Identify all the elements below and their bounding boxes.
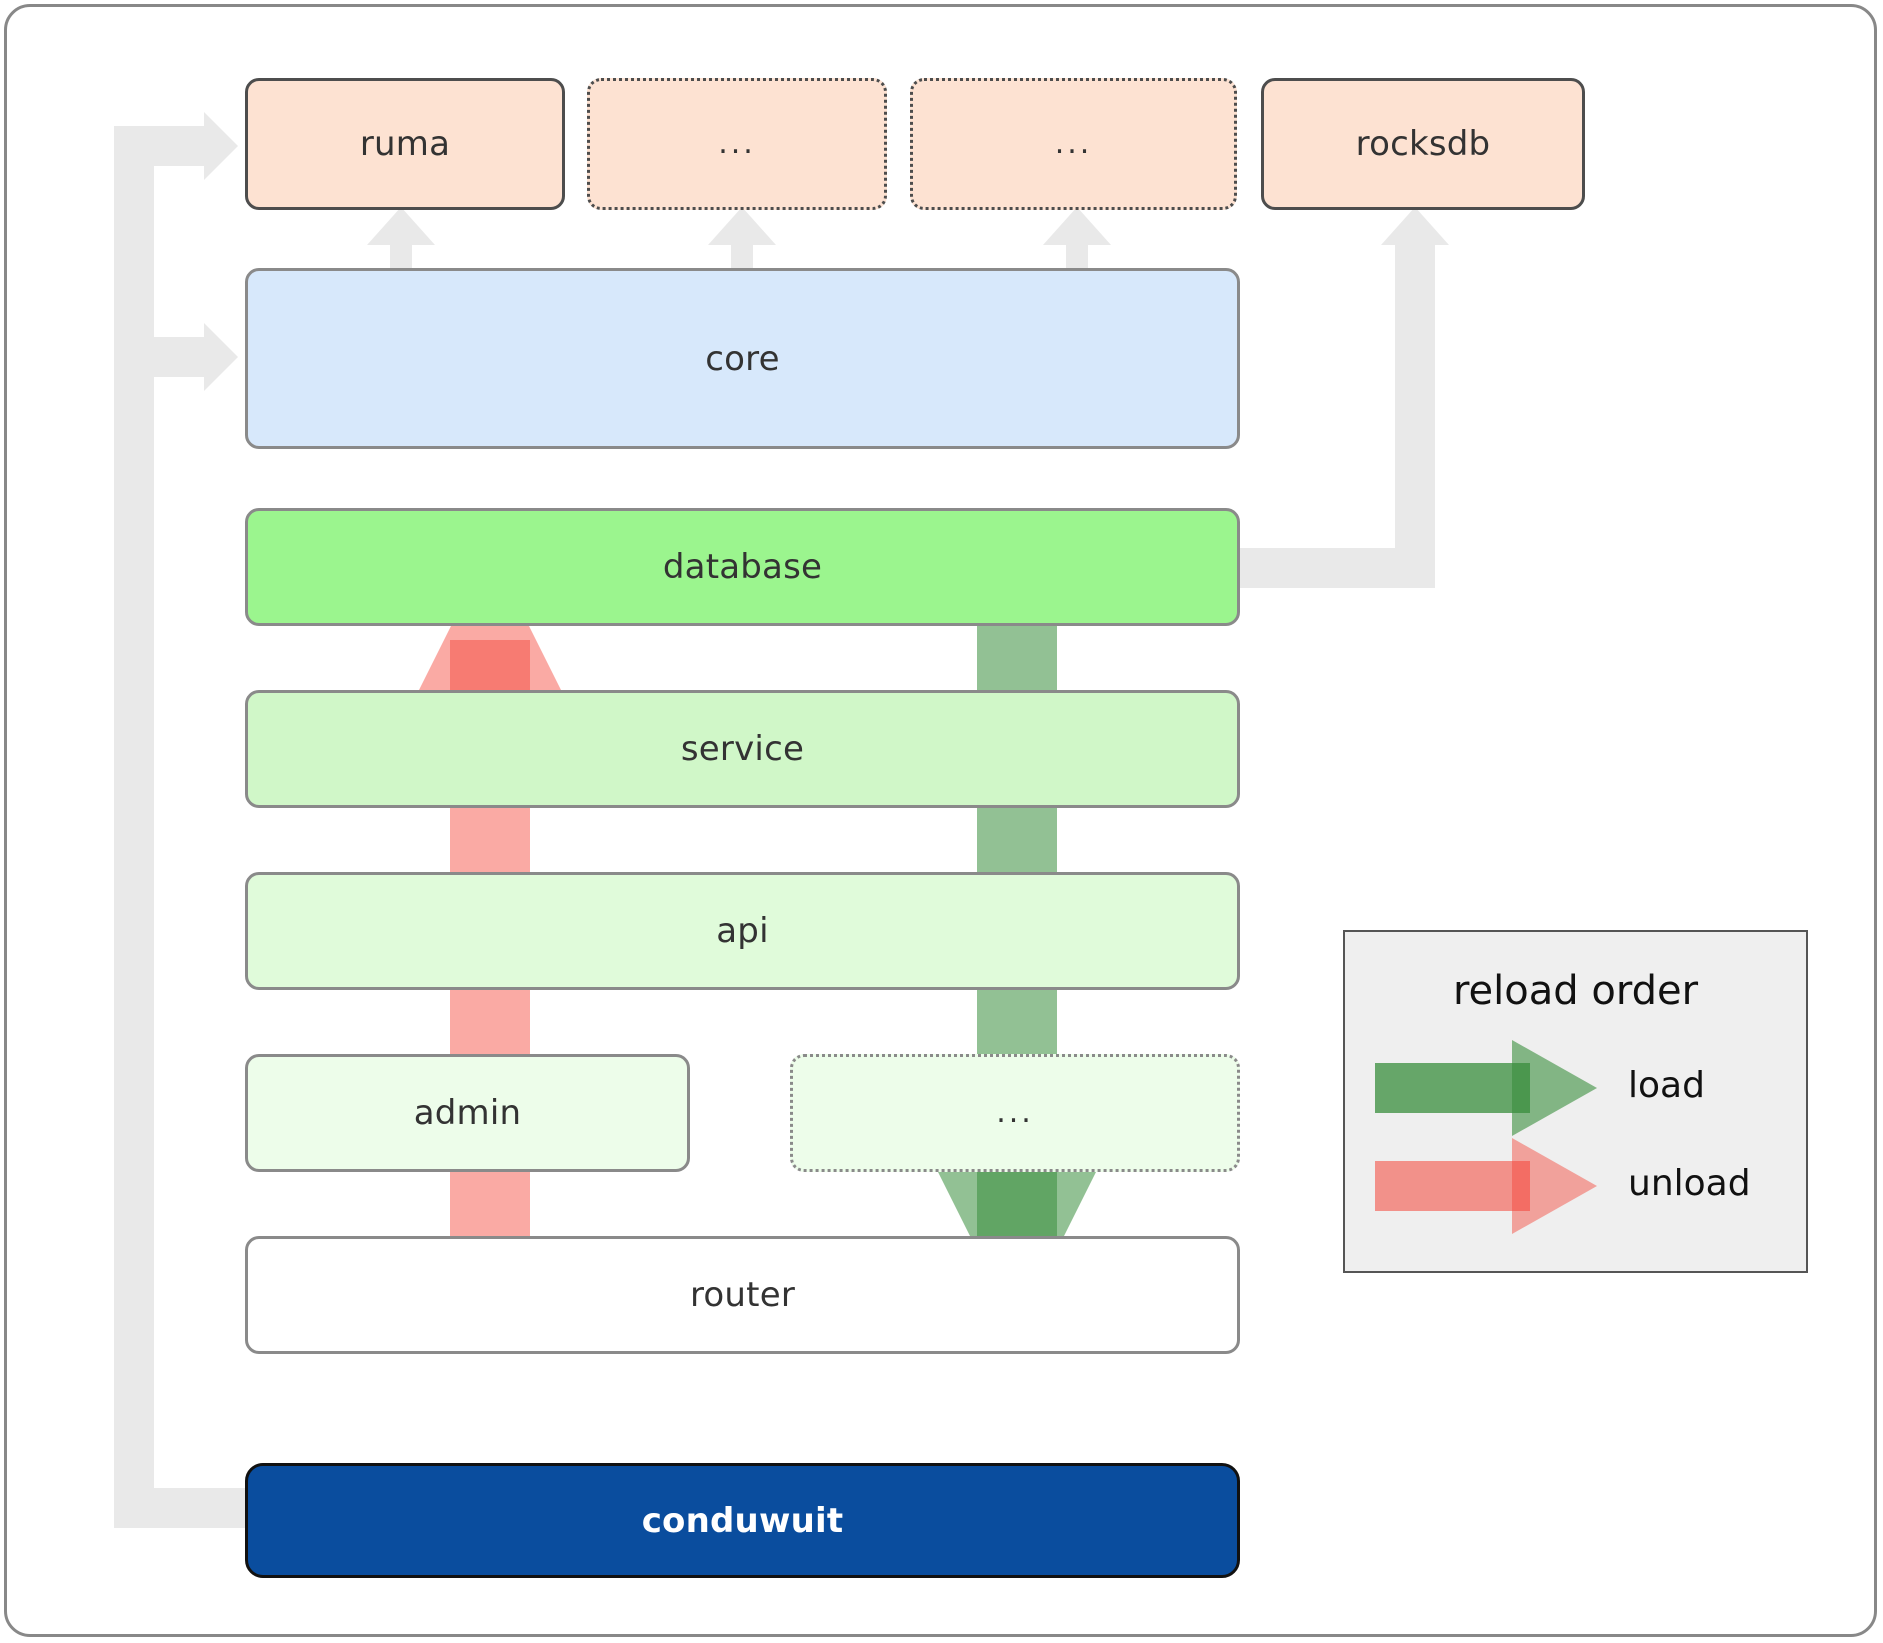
legend-row-load: load <box>1345 932 1806 1271</box>
node-admin[interactable]: admin <box>245 1054 690 1172</box>
node-database-label: database <box>662 547 823 587</box>
node-database[interactable]: database <box>245 508 1240 626</box>
node-router-label: router <box>689 1275 795 1315</box>
node-top-ellipsis-1[interactable]: ... <box>587 78 887 210</box>
node-admin-label: admin <box>413 1093 522 1133</box>
connector-arrow-core-ruma <box>367 207 435 245</box>
node-conduwuit[interactable]: conduwuit <box>245 1463 1240 1578</box>
legend-unload-shaft <box>1375 1161 1530 1211</box>
node-router[interactable]: router <box>245 1236 1240 1354</box>
legend-unload-label: unload <box>1628 1163 1751 1204</box>
node-api[interactable]: api <box>245 872 1240 990</box>
node-top-ellipsis-2[interactable]: ... <box>910 78 1237 210</box>
connector-branch-to-ruma <box>114 126 210 166</box>
node-api-label: api <box>716 911 769 951</box>
connector-arrow-ruma <box>204 112 238 180</box>
connector-left-to-app <box>114 1488 254 1528</box>
node-core[interactable]: core <box>245 268 1240 449</box>
node-rocksdb[interactable]: rocksdb <box>1261 78 1585 210</box>
node-top-ellipsis-2-label: ... <box>1054 126 1093 161</box>
node-admin-sibling-ellipsis[interactable]: ... <box>790 1054 1240 1172</box>
legend-unload-head <box>1512 1138 1597 1234</box>
legend-load-shaft <box>1375 1063 1530 1113</box>
diagram-outer-frame <box>4 4 1877 1637</box>
connector-branch-to-core <box>114 337 210 377</box>
legend-title: reload order <box>1452 968 1699 1014</box>
node-admin-sibling-label: ... <box>996 1095 1034 1130</box>
node-rocksdb-label: rocksdb <box>1355 124 1491 164</box>
legend-panel: reload order load unload <box>1343 930 1808 1273</box>
node-ruma-label: ruma <box>359 124 451 164</box>
node-core-label: core <box>705 338 780 379</box>
node-top-ellipsis-1-label: ... <box>718 126 756 161</box>
node-ruma[interactable]: ruma <box>245 78 565 210</box>
connector-arrow-rocksdb <box>1381 207 1449 245</box>
connector-arrow-core-dots1 <box>708 207 776 245</box>
connector-arrow-core-dots2 <box>1043 207 1111 245</box>
node-conduwuit-label: conduwuit <box>641 1500 844 1541</box>
legend-row-unload: unload <box>1345 932 1806 1271</box>
connector-db-to-rocksdb-v <box>1395 245 1435 588</box>
node-service-label: service <box>680 729 805 769</box>
legend-load-label: load <box>1628 1065 1705 1106</box>
legend-load-head <box>1512 1040 1597 1136</box>
connector-arrow-core <box>204 323 238 391</box>
node-service[interactable]: service <box>245 690 1240 808</box>
